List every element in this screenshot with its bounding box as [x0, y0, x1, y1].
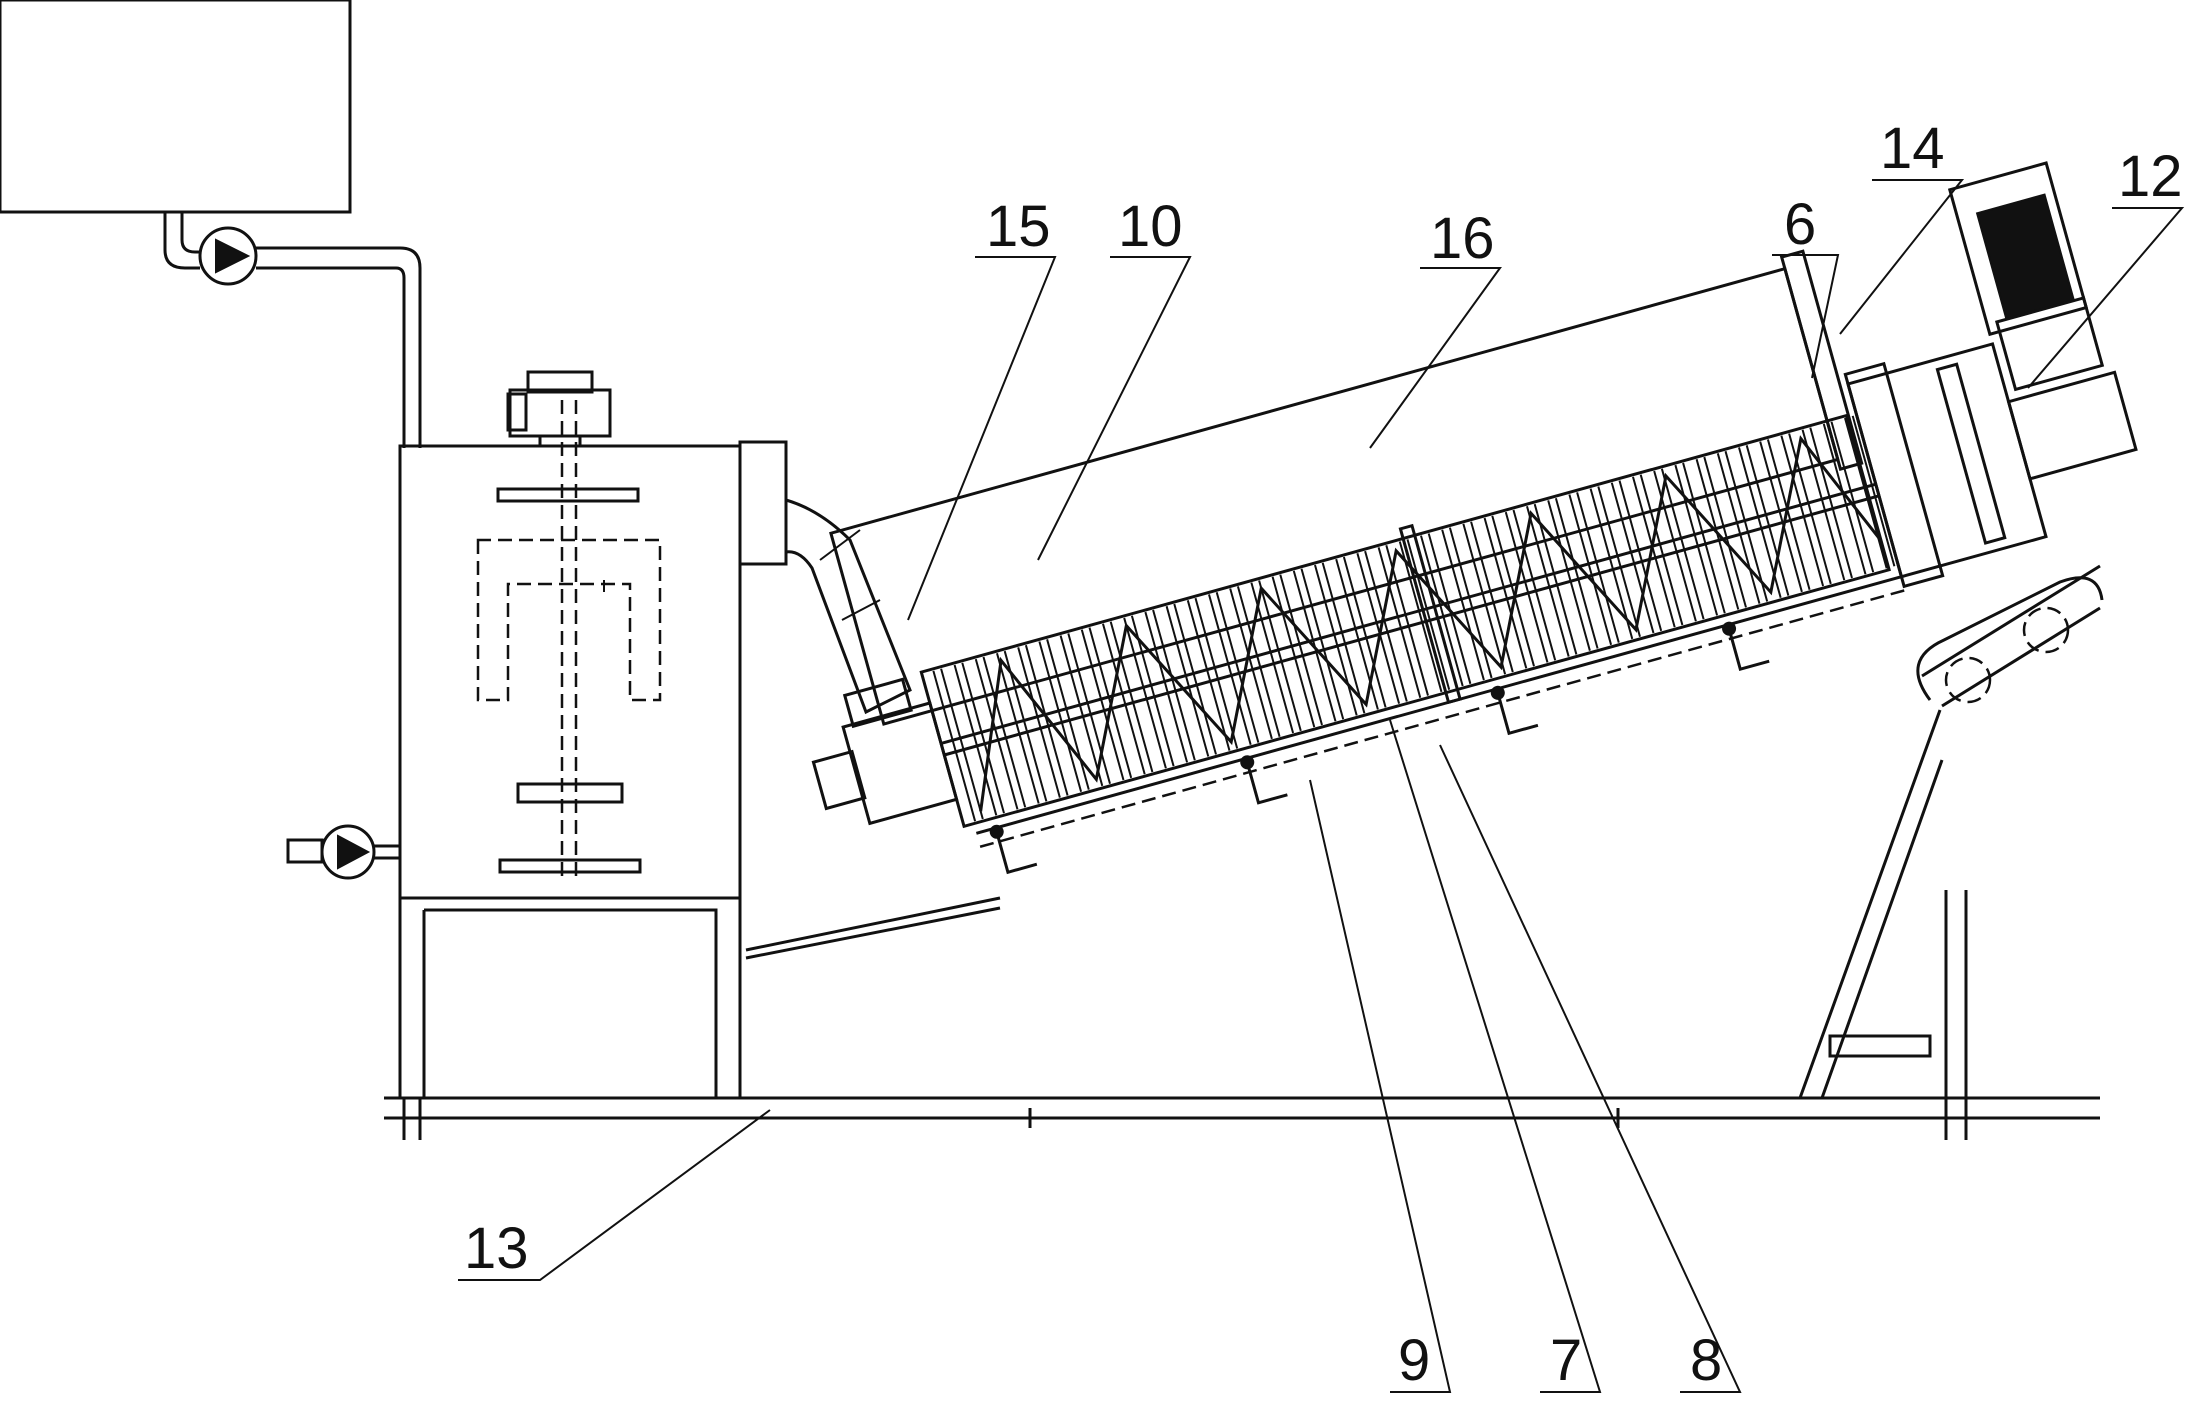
- filter-ring: [1547, 497, 1599, 651]
- filter-ring: [1102, 621, 1154, 775]
- filtrate-pipe: [745, 896, 1001, 960]
- filter-ring: [1589, 486, 1641, 640]
- filter-screen: [919, 413, 1891, 829]
- filter-ring: [1208, 592, 1260, 746]
- support-frame: [1798, 709, 1944, 1099]
- filter-ring: [1483, 515, 1535, 669]
- filter-ring: [1314, 562, 1366, 716]
- base-frame: [384, 890, 2100, 1140]
- filter-ring: [1674, 462, 1726, 616]
- filter-ring: [1526, 503, 1578, 657]
- filter-ring: [1186, 597, 1239, 751]
- filter-ring: [1822, 421, 1875, 575]
- filter-ring: [932, 668, 984, 822]
- filter-ring: [1059, 633, 1111, 787]
- feed-pipe: [256, 246, 422, 448]
- filter-ring: [1759, 439, 1811, 593]
- filter-ring: [1271, 574, 1323, 728]
- feed-pump: [163, 212, 258, 286]
- label-7: 7: [1550, 1328, 1582, 1393]
- filter-ring: [1504, 509, 1557, 663]
- filter-ring: [1844, 415, 1896, 569]
- label-16: 16: [1430, 206, 1495, 271]
- leader-lines: [458, 179, 2185, 1393]
- filter-ring: [1398, 539, 1451, 693]
- label-15: 15: [986, 194, 1051, 259]
- belt-conveyor: [1916, 564, 2104, 708]
- filter-ring: [1568, 492, 1620, 646]
- label-14: 14: [1880, 116, 1945, 181]
- filter-ring: [1801, 427, 1853, 581]
- screw-press: [811, 161, 2138, 875]
- inlet-chute: [785, 498, 912, 715]
- storage-tank: [0, 0, 352, 214]
- filter-ring: [1610, 480, 1663, 634]
- label-12: 12: [2118, 144, 2183, 209]
- screw-flight: [979, 435, 1883, 812]
- drain-pump: [286, 824, 400, 880]
- filter-ring: [1716, 450, 1769, 604]
- filter-ring: [1165, 603, 1217, 757]
- filter-ring: [1144, 609, 1196, 763]
- filter-ring: [996, 650, 1048, 804]
- label-9: 9: [1398, 1328, 1430, 1393]
- label-8: 8: [1690, 1328, 1722, 1393]
- filter-ring: [1038, 639, 1090, 793]
- label-6: 6: [1784, 192, 1816, 257]
- filter-ring: [1632, 474, 1684, 628]
- filter-ring: [953, 662, 1005, 816]
- filter-ring: [1356, 550, 1408, 704]
- mixing-tank: [398, 370, 788, 1100]
- filter-ring: [1441, 527, 1493, 681]
- label-13: 13: [464, 1216, 529, 1281]
- filter-ring: [1017, 644, 1069, 798]
- filter-ring: [974, 656, 1027, 810]
- filter-ring: [1229, 586, 1281, 740]
- label-10: 10: [1118, 194, 1183, 259]
